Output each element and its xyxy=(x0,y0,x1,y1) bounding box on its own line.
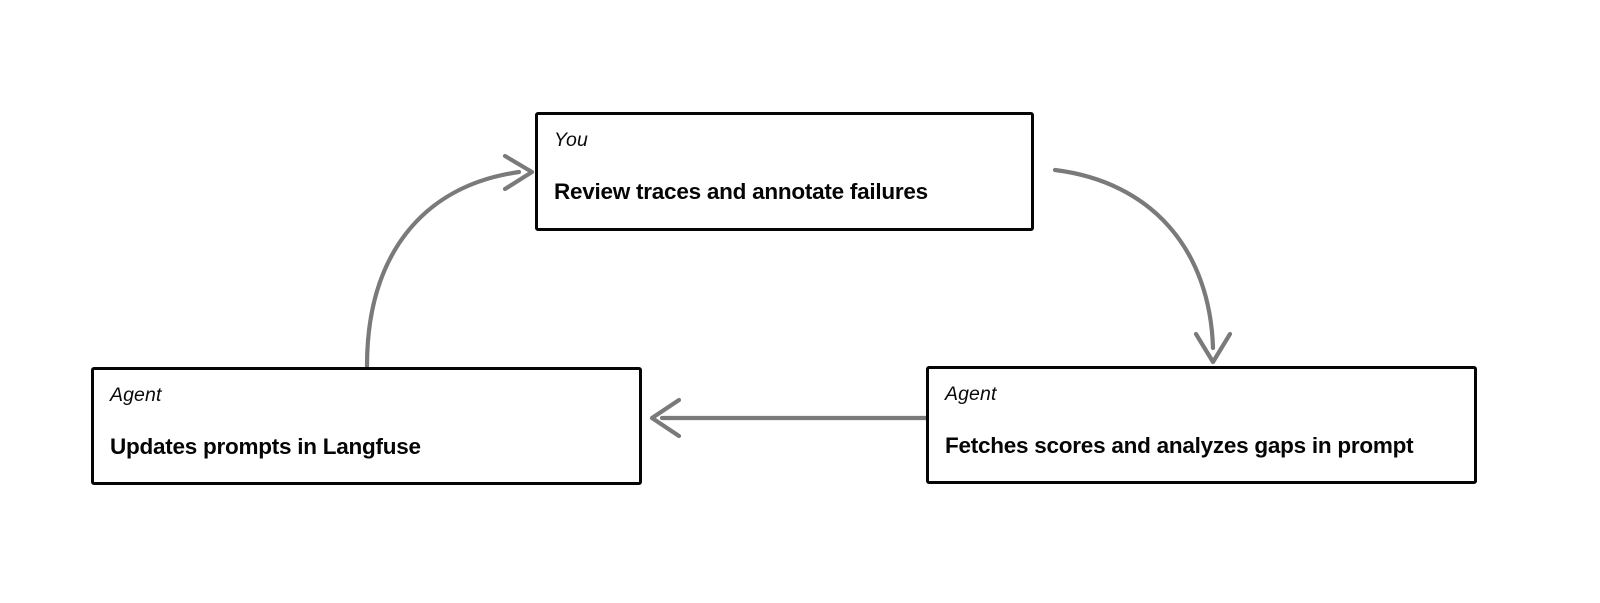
node-title-label: Fetches scores and analyzes gaps in prom… xyxy=(945,433,1414,458)
node-title-label: Review traces and annotate failures xyxy=(554,179,928,204)
arrowhead-into-update-icon xyxy=(649,397,682,439)
node-agent-fetch[interactable]: Agent Fetches scores and analyzes gaps i… xyxy=(926,366,1477,484)
node-role-label: You xyxy=(554,129,588,151)
node-you-review[interactable]: You Review traces and annotate failures xyxy=(535,112,1034,231)
node-role-label: Agent xyxy=(110,384,162,406)
edge-you-to-fetch xyxy=(1052,167,1233,365)
node-title-label: Updates prompts in Langfuse xyxy=(110,434,421,459)
arrowhead-into-fetch-icon xyxy=(1193,331,1233,365)
edge-update-to-you-line xyxy=(364,169,522,369)
edge-fetch-to-update xyxy=(649,397,945,439)
edge-you-to-fetch-line xyxy=(1052,167,1216,351)
edge-update-to-you xyxy=(364,153,535,369)
node-role-label: Agent xyxy=(945,383,997,405)
arrowhead-into-you-icon xyxy=(502,153,535,192)
node-agent-update[interactable]: Agent Updates prompts in Langfuse xyxy=(91,367,642,485)
